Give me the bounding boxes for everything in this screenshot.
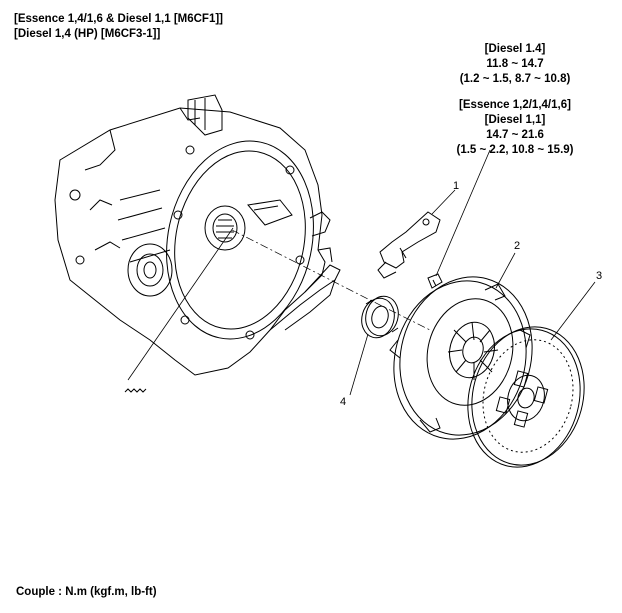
release-bearing-drawing [349,295,399,396]
spec-alt-units: (1.5 ~ 2.2, 10.8 ~ 15.9) [456,144,574,156]
spec-nm: 11.8 ~ 14.7 [486,58,544,70]
spec-title: [Essence 1,2/1,4/1,6] [459,99,571,111]
spring-part [124,227,234,393]
clutch-disc-drawing [467,281,596,468]
model-header-line1: [Essence 1,4/1,6 & Diesel 1,1 [M6CF1]] [14,13,224,25]
transaxle-housing-drawing [54,94,341,376]
model-header-line2: [Diesel 1,4 (HP) [M6CF3-1]] [14,28,161,40]
callout-2-clutch-cover: 2 [514,240,521,252]
callout-1-release-fork: 1 [453,180,460,192]
spec-title: [Diesel 1.4] [484,43,546,55]
spec-title-2: [Diesel 1,1] [484,114,546,126]
torque-spec-essence: [Essence 1,2/1,4/1,6] [Diesel 1,1] 14.7 … [430,98,600,158]
spec-alt-units: (1.2 ~ 1.5, 8.7 ~ 10.8) [459,73,571,85]
callout-4-release-bearing: 4 [340,396,347,408]
torque-spec-diesel14: [Diesel 1.4] 11.8 ~ 14.7 (1.2 ~ 1.5, 8.7… [430,42,600,87]
fork-bolt-drawing [427,149,491,289]
spec-nm: 14.7 ~ 21.6 [486,129,544,141]
assembly-centerline [231,229,431,331]
torque-units-note: Couple : N.m (kgf.m, lb-ft) [16,586,157,598]
clutch-cover-drawing [389,252,533,440]
callout-3-clutch-disc: 3 [596,270,603,282]
release-fork-drawing [377,189,456,279]
